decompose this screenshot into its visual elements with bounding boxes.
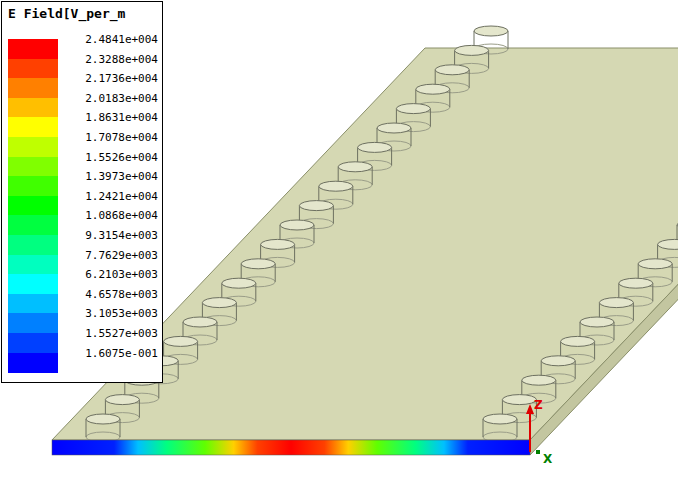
legend-value: 1.3973e+004 (62, 170, 158, 183)
color-swatch (8, 157, 58, 177)
legend-value: 6.2103e+003 (62, 268, 158, 281)
color-swatch (8, 353, 58, 373)
legend-value: 2.4841e+004 (62, 33, 158, 46)
legend-value: 1.5526e+004 (62, 151, 158, 164)
legend-value: 1.2421e+004 (62, 190, 158, 203)
legend-value: 2.3288e+004 (62, 53, 158, 66)
color-legend: E Field[V_per_m 2.4841e+004 2.3288e+004 2.1… (1, 1, 163, 383)
legend-value: 1.7078e+004 (62, 131, 158, 144)
legend-value: 1.6075e-001 (62, 347, 158, 360)
legend-value: 7.7629e+003 (62, 249, 158, 262)
color-swatch (8, 176, 58, 196)
color-swatch (8, 117, 58, 137)
color-swatch (8, 196, 58, 216)
legend-value: 2.0183e+004 (62, 92, 158, 105)
legend-title: E Field[V_per_m (8, 6, 125, 21)
legend-value: 9.3154e+003 (62, 229, 158, 242)
color-swatch (8, 235, 58, 255)
legend-value: 1.0868e+004 (62, 209, 158, 222)
color-swatch (8, 98, 58, 118)
legend-value: 3.1053e+003 (62, 307, 158, 320)
color-swatch (8, 215, 58, 235)
axis-label: X (543, 452, 552, 466)
color-swatch (8, 39, 58, 59)
legend-value: 2.1736e+004 (62, 72, 158, 85)
color-swatch (8, 313, 58, 333)
legend-value: 1.5527e+003 (62, 327, 158, 340)
axis-label: Z (534, 398, 543, 412)
color-swatch (8, 255, 58, 275)
color-swatch (8, 274, 58, 294)
color-swatch (8, 333, 58, 353)
color-swatch (8, 294, 58, 314)
color-swatch (8, 59, 58, 79)
color-swatch (8, 137, 58, 157)
legend-value: 4.6578e+003 (62, 288, 158, 301)
color-swatch (8, 78, 58, 98)
legend-value: 1.8631e+004 (62, 111, 158, 124)
